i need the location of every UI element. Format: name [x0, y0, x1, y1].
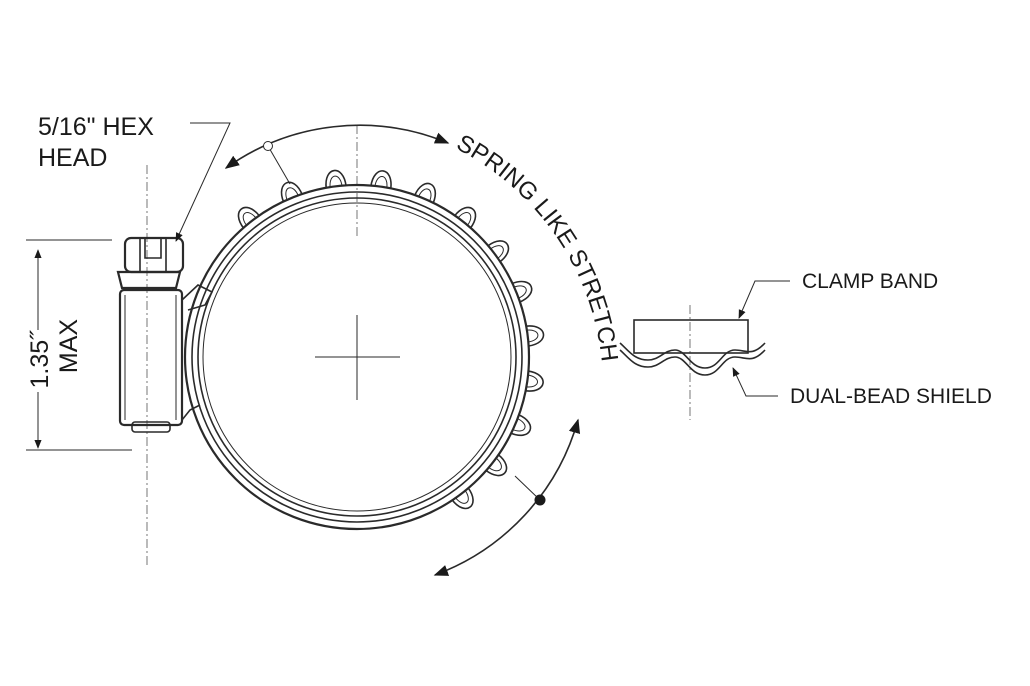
hex-head-label-line2: HEAD [38, 144, 107, 172]
top-pointer-open-dot [263, 141, 273, 151]
cross-section-detail [619, 305, 766, 420]
shield-bead-bump-inner [242, 212, 257, 227]
shield-bead-bump-inner [525, 329, 539, 343]
shield-bead-bump-inner [525, 374, 538, 388]
dual-bead-shield-label: DUAL-BEAD SHIELD [790, 385, 992, 408]
shield-bead-bump [237, 206, 261, 229]
shield-bead-bump [325, 169, 347, 189]
clamp-band-rings [183, 183, 531, 531]
shield-bead-bump [280, 181, 303, 203]
shield-bead-bump [487, 240, 510, 263]
bottom-pointer-dot [534, 494, 546, 506]
bottom-pointer-line [514, 475, 541, 501]
shield-bead-bump-inner [417, 188, 432, 203]
clamp-band-label: CLAMP BAND [802, 270, 938, 293]
dimension-unit-label: MAX [55, 319, 83, 374]
shield-bead-bump [413, 182, 437, 204]
stretch-arc-bottom [433, 418, 581, 576]
shield-bead-bump-inner [513, 285, 527, 299]
shield-bead-bump [524, 370, 544, 392]
clamp-band-section [633, 319, 749, 354]
hex-head [116, 236, 185, 290]
shield-bead-bump-inner [285, 187, 299, 201]
dimension-value-label: 1.35˝ [26, 330, 54, 389]
stretch-arc-top [224, 124, 450, 169]
shield-bead-bump [453, 206, 477, 229]
shield-bead-bump-inner [457, 212, 472, 227]
shield-bead-bump [525, 325, 545, 347]
shield-bead-bump-inner [329, 175, 343, 189]
shield-bead-bump-inner [374, 176, 388, 189]
hex-head-label-line1: 5/16" HEX [38, 113, 154, 141]
height-dimension [26, 239, 132, 451]
top-pointer-line [267, 145, 291, 185]
dual-bead-shield-leader [732, 367, 778, 397]
hex-head-leader-line [175, 122, 231, 242]
clamp-band-leader [738, 280, 790, 319]
dual-bead-shield-section [619, 342, 766, 369]
shield-bead-bump [511, 280, 533, 303]
shield-bead-bump [370, 170, 392, 190]
shield-bead-bump-inner [489, 245, 504, 260]
screw-housing [118, 284, 214, 433]
shield-bead-bump [510, 413, 532, 437]
